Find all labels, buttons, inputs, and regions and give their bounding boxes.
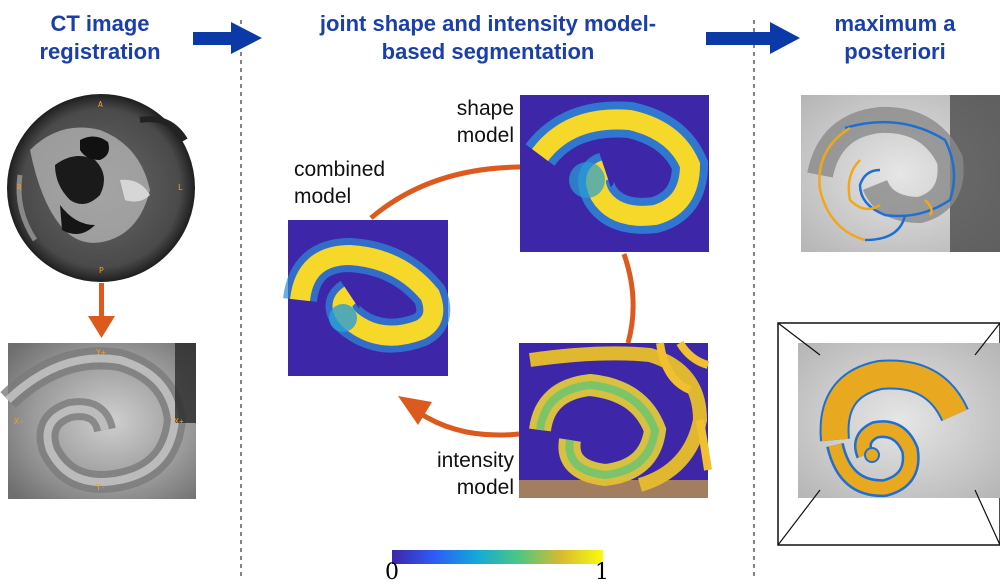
shape-model-label-line2: model [456,124,514,147]
ct-image [7,94,195,282]
heading-segmentation-line1: joint shape and intensity model- [319,11,657,36]
map-2d-image [801,95,1000,252]
shape-model-label-line1: shape [456,97,514,120]
intensity-model-label-line1: intensity [436,449,514,472]
ct-label-left: L [178,183,183,192]
crop-label-x-left: X- [14,417,24,426]
ct-label-posterior: P [99,266,104,275]
heading-segmentation: joint shape and intensity model- based s… [268,10,708,66]
heading-map-line1: maximum a [834,11,956,36]
heading-registration: CT image registration [5,10,195,66]
arrow-blue-1 [193,22,262,54]
intensity-model-label: intensity model [404,447,514,501]
crop-label-y-top: Y+ [96,348,106,357]
heading-map-line2: posteriori [844,39,946,64]
shape-model-label: shape model [430,95,514,149]
combined-model-label-line1: combined [294,158,386,181]
combined-model-image [283,220,451,376]
intensity-model-image [519,340,712,498]
combined-model-label-line2: model [294,185,352,208]
colorbar-max-label: 1 [595,560,609,585]
cycle-arrow [369,164,636,438]
intensity-model-label-line2: model [456,476,514,499]
colorbar [392,550,603,564]
arrow-blue-2 [706,22,800,54]
heading-registration-line1: CT image [50,11,150,36]
map-3d-render [777,322,1000,546]
colorbar-min-label: 0 [385,560,399,585]
cropped-ct-image [0,343,196,499]
crop-label-x-right: X+ [174,417,184,426]
arrow-orange-down [88,283,115,338]
heading-map: maximum a posteriori [800,10,990,66]
shape-model-image [520,95,709,252]
ct-label-anterior: A [98,100,103,109]
combined-model-label: combined model [294,156,385,210]
crop-label-y-bottom: Y- [96,483,106,492]
ct-label-right: R [17,183,22,192]
heading-registration-line2: registration [39,39,161,64]
heading-segmentation-line2: based segmentation [381,39,595,64]
